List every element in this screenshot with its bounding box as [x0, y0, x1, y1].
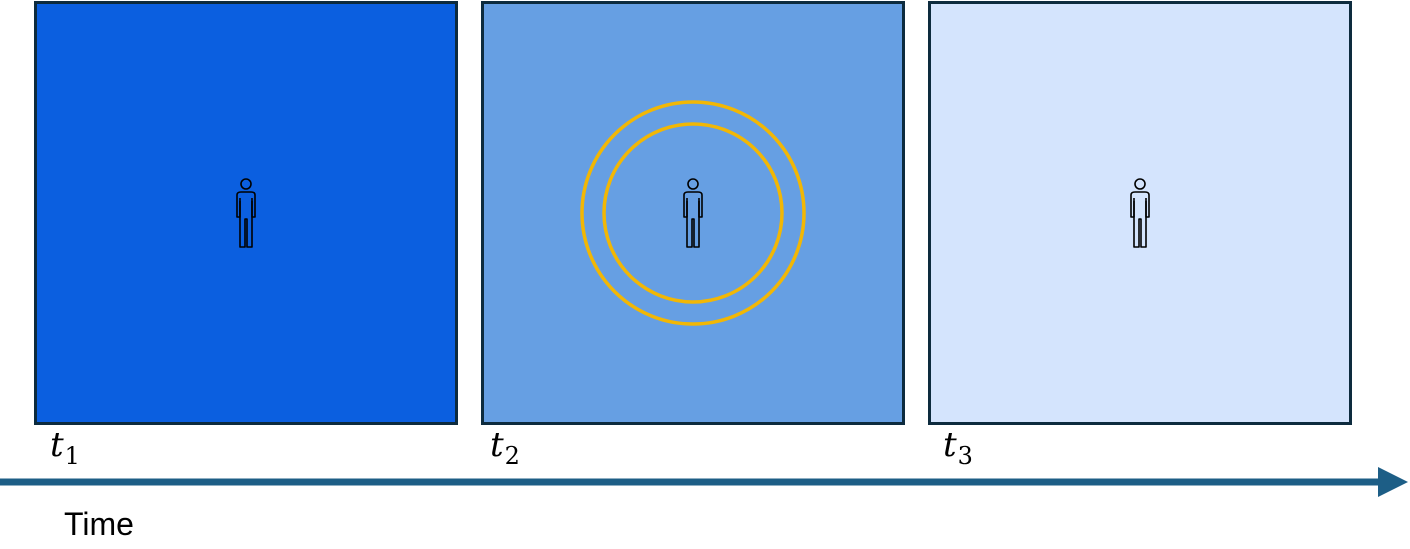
- time-label-base: t: [50, 425, 64, 465]
- arrow-right-icon: [0, 467, 1408, 497]
- axis-title: Time: [64, 506, 134, 542]
- time-label-subscript: 1: [64, 442, 80, 470]
- panel-t1: [34, 1, 458, 425]
- time-axis-arrowhead: [1378, 467, 1408, 497]
- time-label-base: t: [490, 425, 504, 465]
- person-icon: [236, 178, 256, 248]
- person-icon: [1130, 178, 1150, 248]
- person-icon: [683, 178, 703, 248]
- signal-rings-icon: [580, 100, 806, 326]
- time-label-t3: t3: [943, 425, 973, 468]
- time-label-t1: t1: [50, 425, 80, 468]
- panel-t2: [481, 1, 905, 425]
- time-label-subscript: 3: [957, 442, 973, 470]
- panel-t3: [928, 1, 1352, 425]
- time-label-t2: t2: [490, 425, 520, 468]
- time-label-base: t: [943, 425, 957, 465]
- time-label-subscript: 2: [504, 442, 520, 470]
